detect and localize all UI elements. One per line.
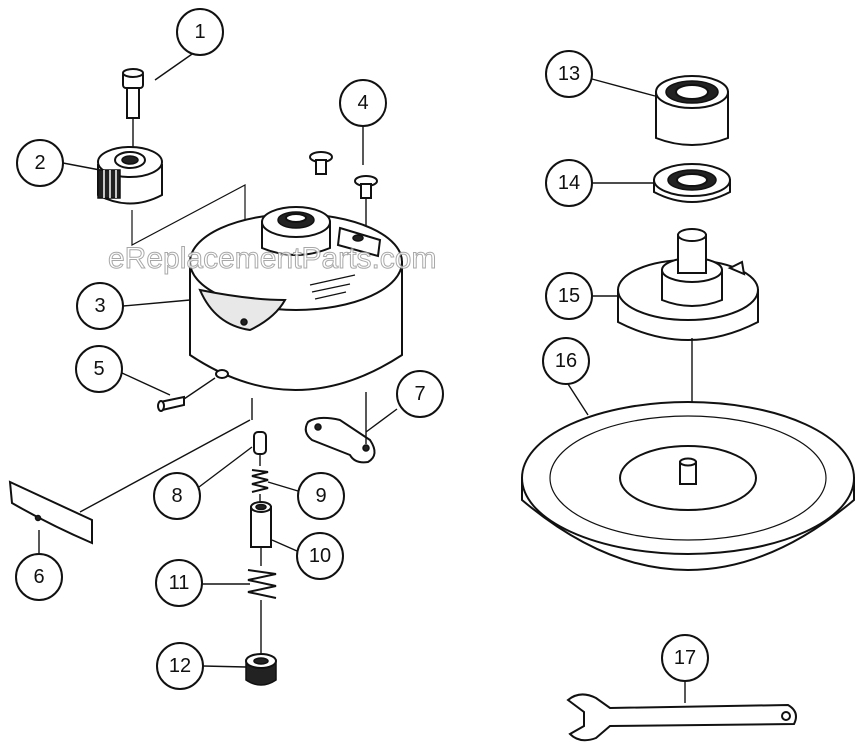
watermark-text: eReplacementParts.com: [108, 242, 436, 275]
callout-8: 8: [153, 472, 201, 520]
callout-6: 6: [15, 553, 63, 601]
callout-label: 3: [94, 295, 105, 317]
callout-label: 17: [674, 647, 696, 669]
part-3-housing: [189, 206, 403, 420]
callout-label: 7: [414, 383, 425, 405]
part-5-screw: [157, 377, 216, 412]
callout-14: 14: [545, 159, 593, 207]
part-10-sleeve: [250, 501, 272, 566]
callout-label: 13: [558, 63, 580, 85]
callout-13: 13: [545, 50, 593, 98]
callout-label: 14: [558, 172, 580, 194]
callout-10: 10: [296, 532, 344, 580]
callout-label: 12: [169, 655, 191, 677]
part-12-set-screw: [245, 653, 277, 686]
callout-9: 9: [297, 472, 345, 520]
callout-label: 1: [194, 21, 205, 43]
part-14-washer: [653, 163, 731, 203]
part-9-spring: [251, 469, 269, 502]
part-13-bearing: [655, 75, 729, 146]
callout-label: 9: [315, 485, 326, 507]
part-7-lever: [304, 392, 376, 464]
callout-12: 12: [156, 642, 204, 690]
callout-label: 11: [169, 572, 190, 594]
part-16-pad: [521, 401, 855, 571]
callout-15: 15: [545, 272, 593, 320]
part-15-hub: [617, 228, 759, 462]
callout-17: 17: [661, 634, 709, 682]
part-1-cap-screw: [122, 68, 144, 148]
callout-7: 7: [396, 370, 444, 418]
callout-16: 16: [542, 337, 590, 385]
callout-4: 4: [339, 79, 387, 127]
callout-11: 11: [155, 559, 203, 607]
callout-label: 16: [555, 350, 577, 372]
callout-label: 10: [309, 545, 331, 567]
callout-label: 4: [357, 92, 368, 114]
callout-label: 5: [93, 358, 104, 380]
callout-2: 2: [16, 139, 64, 187]
callout-label: 8: [171, 485, 182, 507]
callout-label: 15: [558, 285, 580, 307]
callout-leaders: [38, 51, 686, 703]
callout-label: 2: [34, 152, 45, 174]
part-11-spring: [247, 569, 277, 656]
callout-3: 3: [76, 282, 124, 330]
part-8-pin: [253, 431, 267, 466]
callout-1: 1: [176, 8, 224, 56]
part-6-vane: [8, 419, 251, 545]
part-17-wrench: [566, 693, 797, 742]
callout-label: 6: [33, 566, 44, 588]
callout-5: 5: [75, 345, 123, 393]
part-2-knurled-nut: [97, 146, 163, 205]
